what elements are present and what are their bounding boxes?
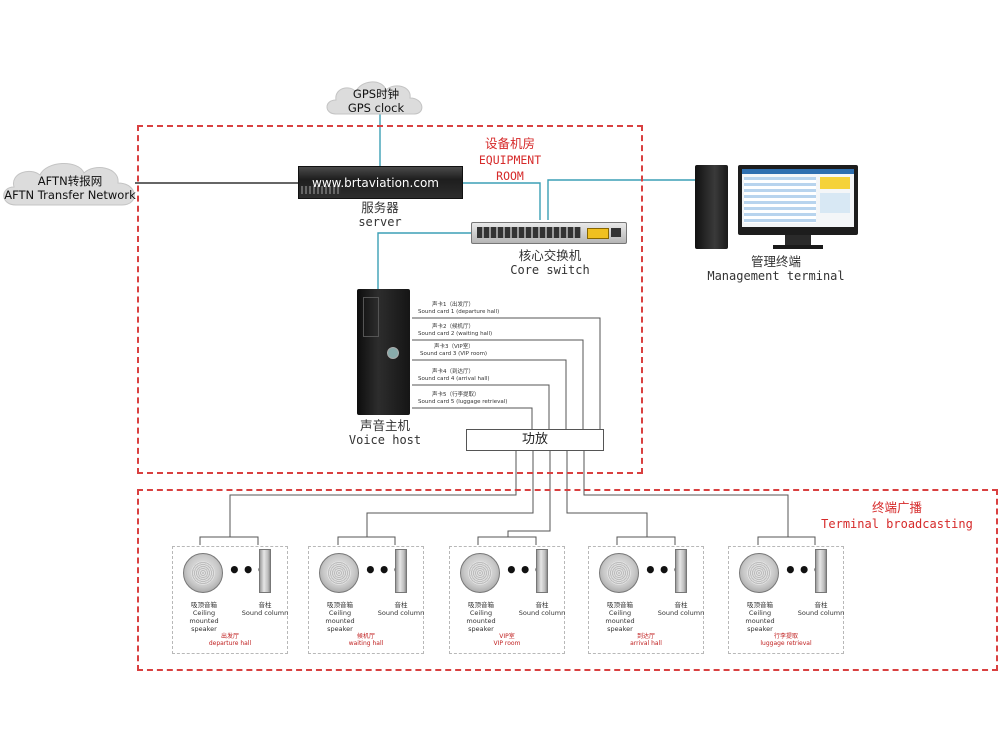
management-terminal	[695, 165, 860, 250]
server-watermark: www.brtaviation.com	[312, 176, 439, 190]
cloud-icon	[3, 163, 135, 206]
management-terminal-label-cn: 管理终端	[750, 254, 801, 269]
server-label-en: server	[358, 215, 402, 229]
sound-column-icon	[675, 549, 687, 593]
sound-card-5-line	[412, 407, 533, 429]
sound-card-3-line	[412, 359, 567, 429]
server-label: 服务器 server	[335, 200, 425, 230]
sound-column-icon	[536, 549, 548, 593]
sound-column-icon	[259, 549, 271, 593]
voice-host-label: 声音主机 Voice host	[340, 418, 430, 448]
aftn-en: AFTN Transfer Network	[4, 188, 136, 202]
gps-clock-cloud: GPS时钟 GPS clock	[322, 76, 430, 120]
switch-sfp	[587, 228, 609, 239]
equipment-room-zone	[137, 125, 643, 474]
ceiling-speaker-icon	[319, 553, 359, 593]
ellipsis-icon: •••	[364, 558, 406, 582]
equipment-room-title-cn: 设备机房	[484, 136, 535, 151]
amp-zone-4-line	[566, 450, 648, 537]
cloud-icon	[326, 81, 423, 115]
management-terminal-label-en: Management terminal	[707, 269, 845, 283]
terminal-broadcasting-zone	[137, 489, 998, 671]
sound-card-3-label: 声卡3（VIP室） Sound card 3 (VIP room)	[420, 344, 488, 357]
core-switch-label-cn: 核心交换机	[518, 248, 582, 263]
gps-clock-en: GPS clock	[347, 101, 405, 115]
ceiling-speaker-icon	[739, 553, 779, 593]
aftn-cn: AFTN转报网	[37, 174, 103, 188]
terminal-broadcasting-title-en: Terminal broadcasting	[821, 517, 973, 531]
sound-card-5-label: 声卡5（行李提取） Sound card 5 (luggage retrieva…	[418, 392, 508, 405]
switch-voicehost-link	[377, 232, 472, 290]
pc-tower-icon	[695, 165, 728, 249]
sound-column-icon	[395, 549, 407, 593]
sound-card-1-label: 声卡1（出发厅） Sound card 1 (departure hall)	[418, 302, 500, 315]
terminal-broadcasting-title-cn: 终端广播	[871, 500, 922, 515]
sound-card-4-label: 声卡4（到达厅） Sound card 4 (arrival hall)	[418, 369, 490, 382]
gps-clock-cn: GPS时钟	[352, 87, 400, 101]
ceiling-speaker-icon	[183, 553, 223, 593]
core-switch	[471, 222, 627, 244]
amp-zone-2-line	[366, 450, 534, 537]
equipment-room-title: 设备机房 EQUIPMENT ROOM	[470, 136, 550, 184]
sound-card-2-line	[412, 339, 584, 429]
aftn-network-cloud: AFTN转报网 AFTN Transfer Network	[0, 157, 140, 211]
tower-pc-icon	[357, 289, 410, 415]
switch-ports	[477, 227, 581, 238]
ellipsis-icon: •••	[228, 558, 270, 582]
server-switch-link	[460, 182, 541, 220]
equipment-room-title-en: EQUIPMENT ROOM	[478, 153, 542, 183]
voice-host-label-cn: 声音主机	[359, 418, 410, 433]
management-terminal-label: 管理终端 Management terminal	[706, 254, 846, 284]
sound-column-icon	[815, 549, 827, 593]
server-vents	[301, 186, 341, 194]
switch-management-link	[547, 179, 698, 220]
amplifier-box: 功放	[466, 429, 604, 451]
terminal-broadcasting-title: 终端广播 Terminal broadcasting	[812, 500, 982, 532]
core-switch-label: 核心交换机 Core switch	[500, 248, 600, 278]
voice-host	[357, 289, 410, 415]
monitor-icon	[738, 165, 858, 235]
server: www.brtaviation.com	[298, 166, 463, 199]
ceiling-speaker-icon	[599, 553, 639, 593]
voice-host-label-en: Voice host	[348, 433, 422, 447]
sound-card-4-line	[412, 384, 550, 429]
core-switch-label-en: Core switch	[510, 263, 590, 277]
sound-card-1-line	[412, 317, 601, 429]
dell-logo-icon	[387, 347, 399, 359]
monitor-screen	[742, 169, 854, 227]
ellipsis-icon: •••	[505, 558, 547, 582]
server-label-cn: 服务器	[361, 200, 399, 215]
sound-card-2-label: 声卡2（候机厅） Sound card 2 (waiting hall)	[418, 324, 493, 337]
ellipsis-icon: •••	[644, 558, 686, 582]
ellipsis-icon: •••	[784, 558, 826, 582]
ceiling-speaker-icon	[460, 553, 500, 593]
